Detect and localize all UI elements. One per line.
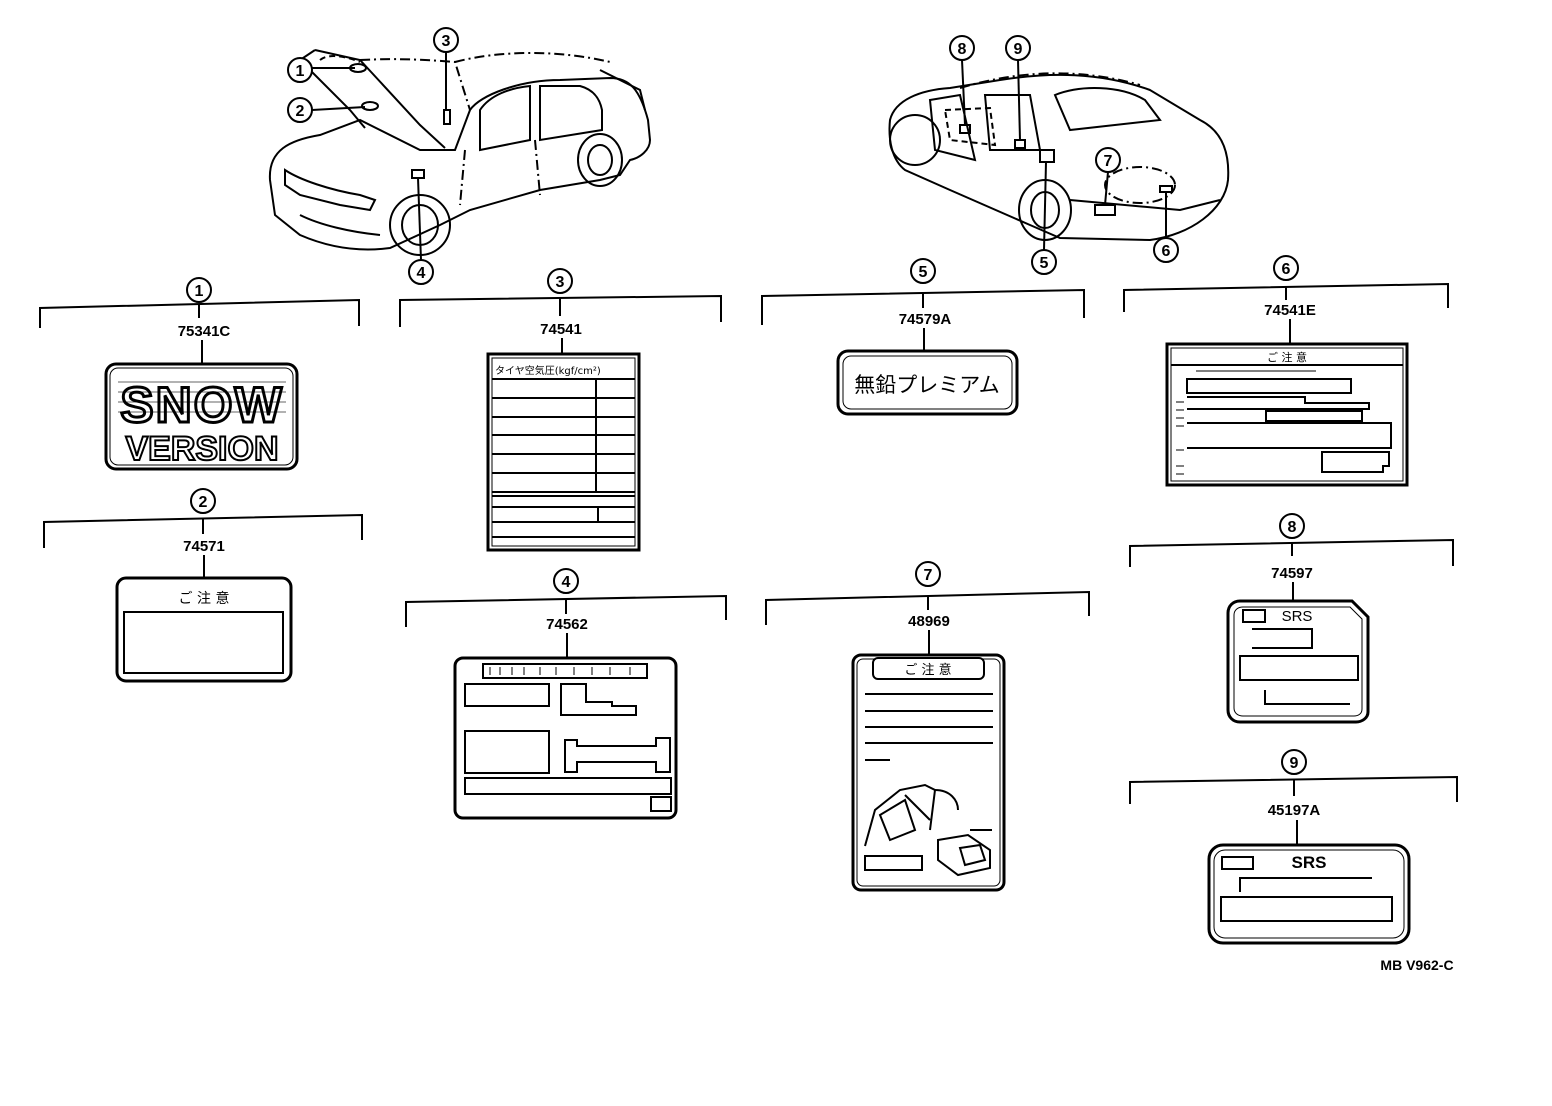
part-number-7: 48969 xyxy=(908,613,950,630)
part-number-6: 74541E xyxy=(1264,302,1316,319)
section-number-2: 2 xyxy=(199,494,208,511)
section-number-5: 5 xyxy=(919,264,928,281)
label-tire-pressure: タイヤ空気圧(kgf/cm²) xyxy=(486,352,641,552)
section-number-9: 9 xyxy=(1290,755,1299,772)
caution-text-2: ご 注 意 xyxy=(179,590,230,607)
part-number-2: 74571 xyxy=(183,538,225,555)
label-caution-7: ご 注 意 xyxy=(851,653,1006,892)
section-number-circles xyxy=(186,255,1307,775)
section-number-8: 8 xyxy=(1288,519,1297,536)
label-caution-6: ご 注 意 xyxy=(1165,342,1409,487)
part-number-9: 45197A xyxy=(1268,802,1321,819)
caution-text-7: ご 注 意 xyxy=(904,662,951,678)
caution-text-6: ご 注 意 xyxy=(1267,350,1307,364)
label-snow-version: SNOW VERSION xyxy=(104,362,299,471)
part-number-3: 74541 xyxy=(540,321,582,338)
version-text: VERSION xyxy=(125,430,278,468)
part-number-4: 74562 xyxy=(546,616,588,633)
rear-car-illustration xyxy=(888,72,1230,242)
label-srs-8: SRS xyxy=(1226,599,1370,724)
callout-5-top: 5 xyxy=(1040,255,1049,272)
section-number-7: 7 xyxy=(924,567,933,584)
callout-9-top: 9 xyxy=(1014,41,1023,58)
part-number-1: 75341C xyxy=(178,323,231,340)
tire-pressure-text: タイヤ空気圧(kgf/cm²) xyxy=(495,364,601,377)
section-number-6: 6 xyxy=(1282,261,1291,278)
callout-8-top: 8 xyxy=(958,41,967,58)
front-car-illustration xyxy=(268,49,652,256)
callout-4-top: 4 xyxy=(417,265,426,282)
section-brackets xyxy=(39,282,1458,804)
unleaded-premium-text: 無鉛プレミアム xyxy=(854,373,1000,397)
callout-3-top: 3 xyxy=(442,33,451,50)
srs-text-9: SRS xyxy=(1292,853,1327,872)
label-caution-2: ご 注 意 xyxy=(115,576,293,683)
section-number-3: 3 xyxy=(556,274,565,291)
label-srs-9: SRS xyxy=(1207,843,1411,945)
callout-1-top: 1 xyxy=(296,63,305,80)
diagram-reference-code: MB V962-C xyxy=(1380,957,1453,973)
rear-car-callouts xyxy=(949,35,1179,275)
section-number-1: 1 xyxy=(195,283,204,300)
label-emission xyxy=(453,656,678,820)
srs-text-8: SRS xyxy=(1282,608,1313,625)
callout-2-top: 2 xyxy=(296,103,305,120)
front-car-callouts xyxy=(287,27,459,285)
part-number-5: 74579A xyxy=(899,311,952,328)
callout-7-top: 7 xyxy=(1104,153,1113,170)
snow-text: SNOW xyxy=(120,377,284,433)
label-unleaded-premium: 無鉛プレミアム xyxy=(836,349,1019,416)
leader-lines xyxy=(201,319,1298,845)
part-number-8: 74597 xyxy=(1271,565,1313,582)
section-number-4: 4 xyxy=(562,574,571,591)
callout-6-top: 6 xyxy=(1162,243,1171,260)
